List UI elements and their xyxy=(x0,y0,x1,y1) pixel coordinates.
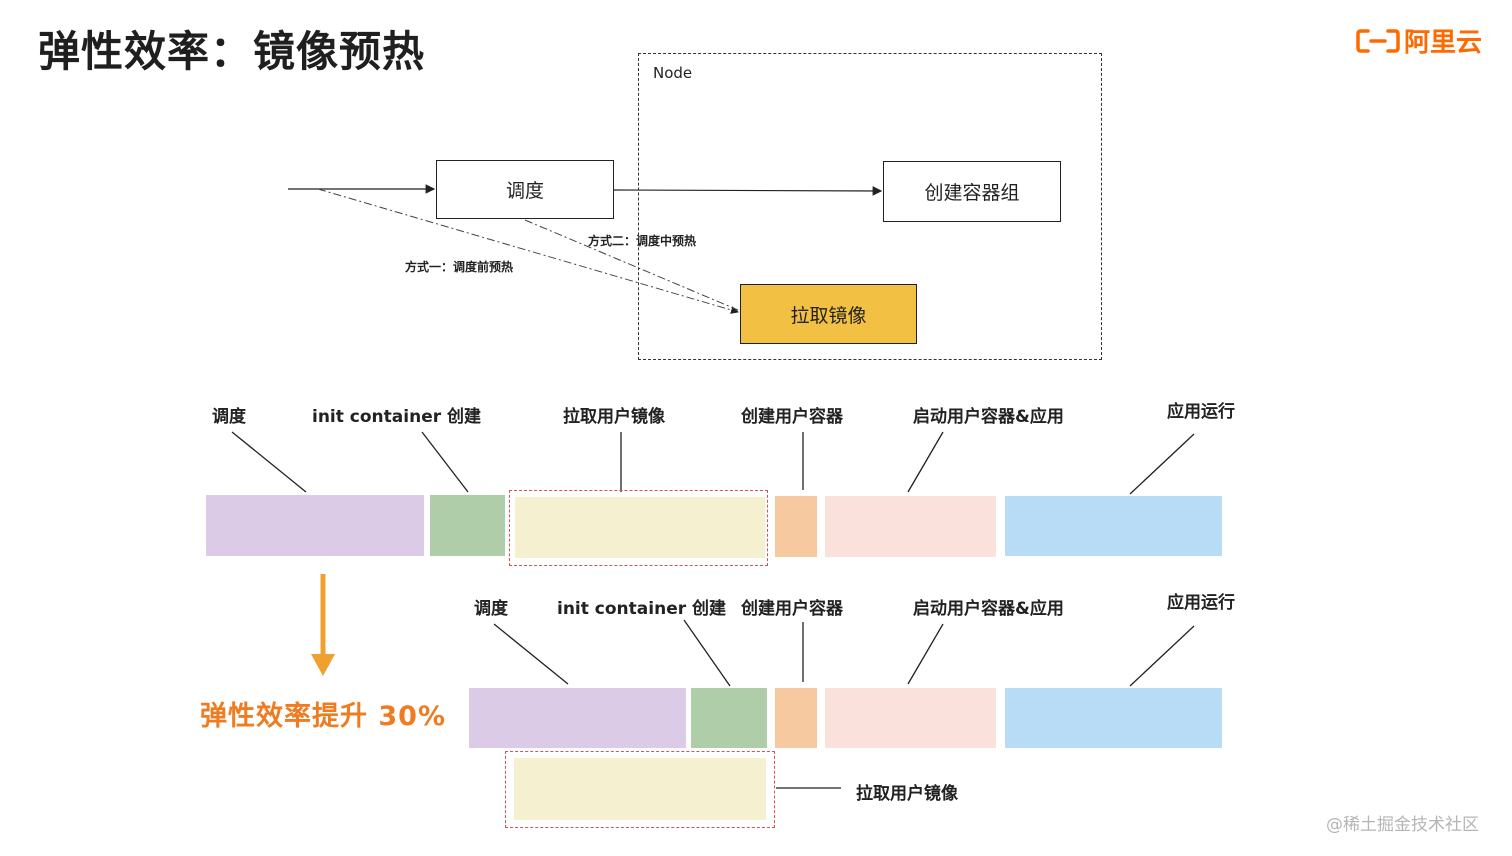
watermark: @稀土掘金技术社区 xyxy=(1326,815,1479,835)
before-bar-schedule xyxy=(206,495,424,556)
method-one-arrow xyxy=(317,188,739,314)
after-label-init-container: init container 创建 xyxy=(557,599,727,619)
before-bar-init-container xyxy=(430,495,505,556)
method-one-label: 方式一：调度前预热 xyxy=(405,260,514,274)
method-two-label: 方式二：调度中预热 xyxy=(588,234,697,248)
before-label-app-running: 应用运行 xyxy=(1167,402,1235,422)
page-title: 弹性效率：镜像预热 xyxy=(38,27,426,76)
schedule-box: 调度 xyxy=(436,160,614,219)
after-bar-start-app xyxy=(825,688,996,748)
after-label-app-running: 应用运行 xyxy=(1167,593,1235,613)
before-label-pull-image: 拉取用户镜像 xyxy=(563,407,665,427)
before-bar-create-container xyxy=(775,496,817,557)
before-label-create-container: 创建用户容器 xyxy=(741,407,843,427)
before-label-start-app: 启动用户容器&应用 xyxy=(913,407,1064,427)
after-label-start-app: 启动用户容器&应用 xyxy=(913,599,1064,619)
node-frame xyxy=(638,53,1102,360)
before-bar-pull-image xyxy=(515,497,765,558)
after-label-pull-image: 拉取用户镜像 xyxy=(856,784,958,804)
aliyun-logo: 阿里云 xyxy=(1356,22,1482,59)
after-bar-app-running xyxy=(1005,688,1222,748)
aliyun-logo-icon xyxy=(1356,28,1400,53)
after-label-create-container: 创建用户容器 xyxy=(741,599,843,619)
create-pod-box: 创建容器组 xyxy=(883,161,1061,222)
after-bar-pull-image xyxy=(514,758,766,820)
schedule-to-create-arrow xyxy=(613,186,883,196)
after-bar-init-container xyxy=(691,688,767,748)
after-bar-schedule xyxy=(469,688,686,748)
method-two-arrow xyxy=(524,219,739,311)
logo-text: 阿里云 xyxy=(1404,28,1483,58)
before-label-init-container: init container 创建 xyxy=(312,407,482,427)
after-bar-create-container xyxy=(775,688,817,748)
before-bar-start-app xyxy=(825,496,996,557)
node-label: Node xyxy=(653,64,693,82)
before-bar-app-running xyxy=(1005,496,1222,556)
before-pull-highlight xyxy=(509,490,768,566)
after-label-schedule: 调度 xyxy=(474,599,508,619)
pull-image-box: 拉取镜像 xyxy=(740,284,917,344)
after-pull-highlight xyxy=(505,751,775,828)
improvement-result: 弹性效率提升 30% xyxy=(200,701,447,732)
before-label-schedule: 调度 xyxy=(212,407,246,427)
